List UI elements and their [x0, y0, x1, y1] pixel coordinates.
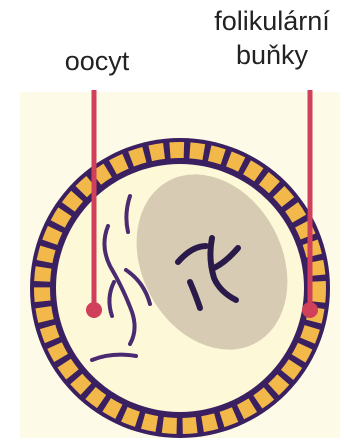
cytoplasm-strand [102, 224, 137, 346]
cytoplasm-strand [124, 268, 152, 306]
nucleus-chromatin [175, 235, 241, 311]
label-follicular-cells: folikulární buňky [196, 4, 344, 72]
chromatin-strand [207, 235, 239, 303]
label-oocyte: oocyt [64, 46, 130, 76]
pointer-dot-follicular [302, 302, 318, 318]
chromatin-strand [175, 243, 209, 265]
cytoplasm-strand [90, 352, 138, 362]
cytoplasm-strands [90, 194, 152, 362]
chromatin-strand [187, 279, 203, 311]
label-follicular-line1: folikulární [214, 6, 330, 36]
cytoplasm-strand [124, 194, 132, 234]
label-follicular-line2: buňky [235, 40, 309, 70]
pointer-dot-oocyte [86, 302, 102, 318]
chromatin-strand [211, 245, 241, 271]
cytoplasm-strand [107, 280, 116, 318]
follicular-cell-layer [34, 142, 326, 434]
